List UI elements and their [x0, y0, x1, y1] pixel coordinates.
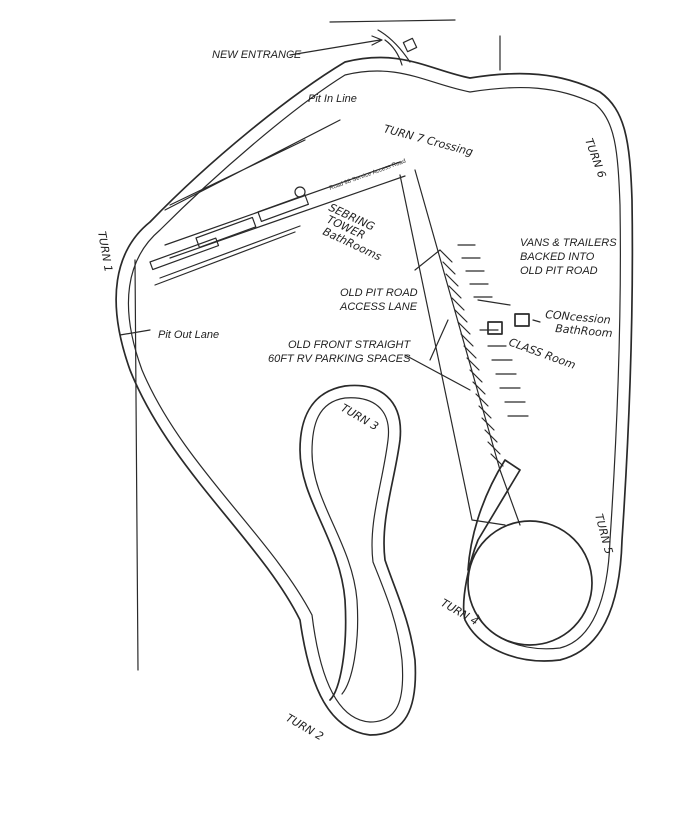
old-front-straight-label-1: OLD FRONT STRAIGHT	[288, 339, 412, 351]
turn-2-label: TURN 2	[284, 711, 326, 743]
turn-7-label: TURN 7 Crossing	[382, 122, 474, 158]
label-arrows	[404, 249, 541, 391]
class-room-label: CLASS Room	[507, 336, 577, 372]
pit-out-lane-line	[119, 259, 151, 671]
new-entrance-road	[164, 19, 501, 211]
vans-trailers-label-3: OLD PIT ROAD	[520, 265, 598, 277]
class-room-box	[487, 321, 503, 335]
concession-label-1: CONcession	[545, 308, 612, 327]
old-pit-road-label-2: ACCESS LANE	[339, 301, 418, 313]
pit-building-2	[195, 216, 257, 248]
pit-building-1	[149, 237, 220, 271]
turn-1-label: TURN 1	[95, 230, 115, 273]
pit-building-3	[257, 194, 310, 222]
vans-trailers-label-2: BACKED INTO	[520, 251, 595, 263]
old-pit-road-label-1: OLD PIT ROAD	[340, 287, 418, 299]
old-front-straight	[399, 169, 521, 526]
new-entrance-label: NEW ENTRANCE	[212, 49, 302, 61]
track-inner-edge	[127, 70, 621, 723]
track-outer-edge	[115, 56, 634, 736]
pit-in-line-label: Pit In Line	[308, 93, 357, 105]
old-front-straight-label-2: 60FT RV PARKING SPACES	[268, 353, 411, 365]
turn-4-label: TURN 4	[439, 596, 481, 628]
pit-out-lane-label: Pit Out Lane	[158, 329, 219, 341]
turn-5-circle	[467, 520, 593, 646]
turn-3-label: TURN 3	[339, 401, 381, 433]
turn-6-label: TURN 6	[582, 137, 608, 180]
concession-label-2: BathRoom	[555, 322, 613, 340]
entrance-building	[402, 37, 418, 53]
rv-parking-spaces	[439, 244, 529, 467]
tower-marker	[294, 186, 306, 198]
vans-trailers-label-1: VANS & TRAILERS	[520, 237, 617, 249]
service-road-label: Road 98 Service Access Road	[329, 159, 407, 192]
concession-box	[514, 313, 530, 327]
